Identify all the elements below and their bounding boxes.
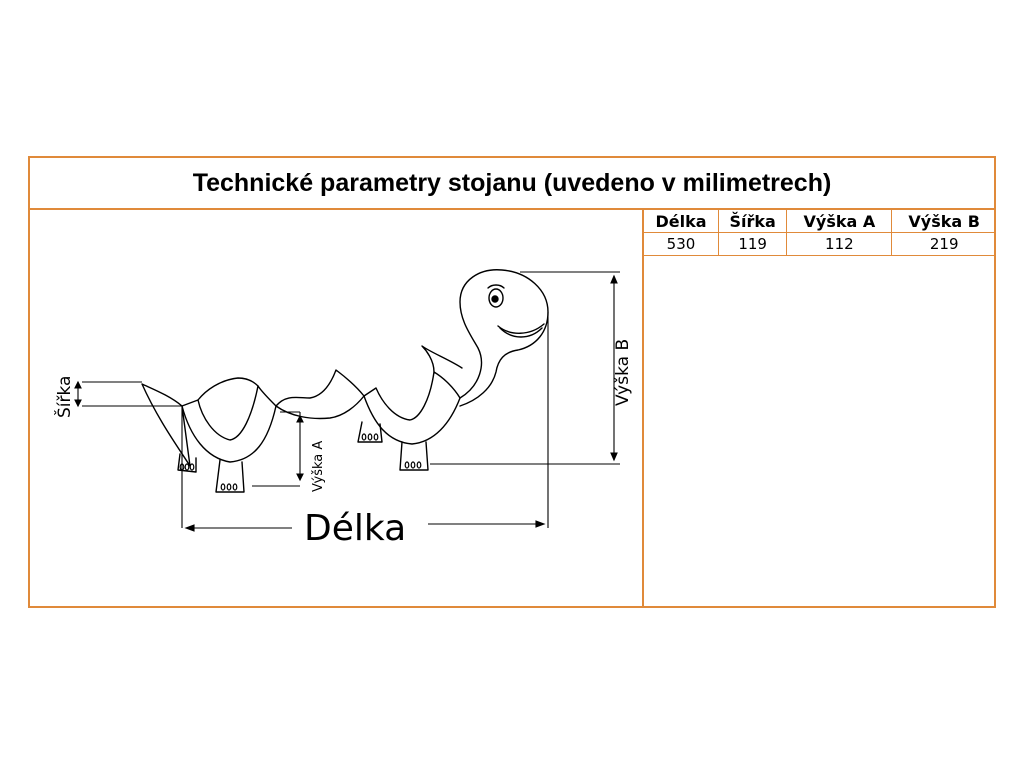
column-divider xyxy=(642,210,644,606)
first-curve-top xyxy=(197,377,259,401)
third-curve-segment xyxy=(363,371,461,445)
dino-mouth xyxy=(497,323,545,334)
leg-3 xyxy=(357,421,383,443)
leg-2 xyxy=(215,459,245,493)
value-height-a: 112 xyxy=(786,232,893,256)
eyebrow xyxy=(487,284,505,289)
leg-1 xyxy=(177,453,197,473)
neck-head xyxy=(459,269,549,407)
page-title: Technické parametry stojanu (uvedeno v m… xyxy=(30,158,994,210)
parameters-frame: Technické parametry stojanu (uvedeno v m… xyxy=(28,156,996,608)
label-length: Délka xyxy=(304,508,406,549)
dinosaur-shelf-illustration-icon: Délka Šířka Výška A Výška B xyxy=(53,269,633,549)
table-row: 530 119 112 219 xyxy=(644,232,996,256)
value-height-b: 219 xyxy=(891,232,996,256)
leg-4 xyxy=(399,441,429,471)
parameters-table: Délka Šířka Výška A Výška B 530 119 112 … xyxy=(644,210,996,256)
neck-front xyxy=(421,345,463,373)
table-header-row: Délka Šířka Výška A Výška B xyxy=(644,210,996,233)
dino-pupil xyxy=(491,295,499,303)
value-width: 119 xyxy=(717,232,788,256)
label-width: Šířka xyxy=(53,376,75,418)
header-height-a: Výška A xyxy=(786,210,893,233)
header-length: Délka xyxy=(644,210,719,233)
label-height-b: Výška B xyxy=(613,339,633,406)
value-length: 530 xyxy=(644,232,719,256)
dino-eye xyxy=(488,288,504,308)
middle-curve-segment xyxy=(275,369,365,420)
tail-segment xyxy=(141,383,191,467)
first-curve-segment xyxy=(181,385,277,463)
header-height-b: Výška B xyxy=(891,210,996,233)
label-height-a: Výška A xyxy=(311,441,326,492)
dino-mouth-lower xyxy=(499,327,543,338)
header-width: Šířka xyxy=(717,210,788,233)
